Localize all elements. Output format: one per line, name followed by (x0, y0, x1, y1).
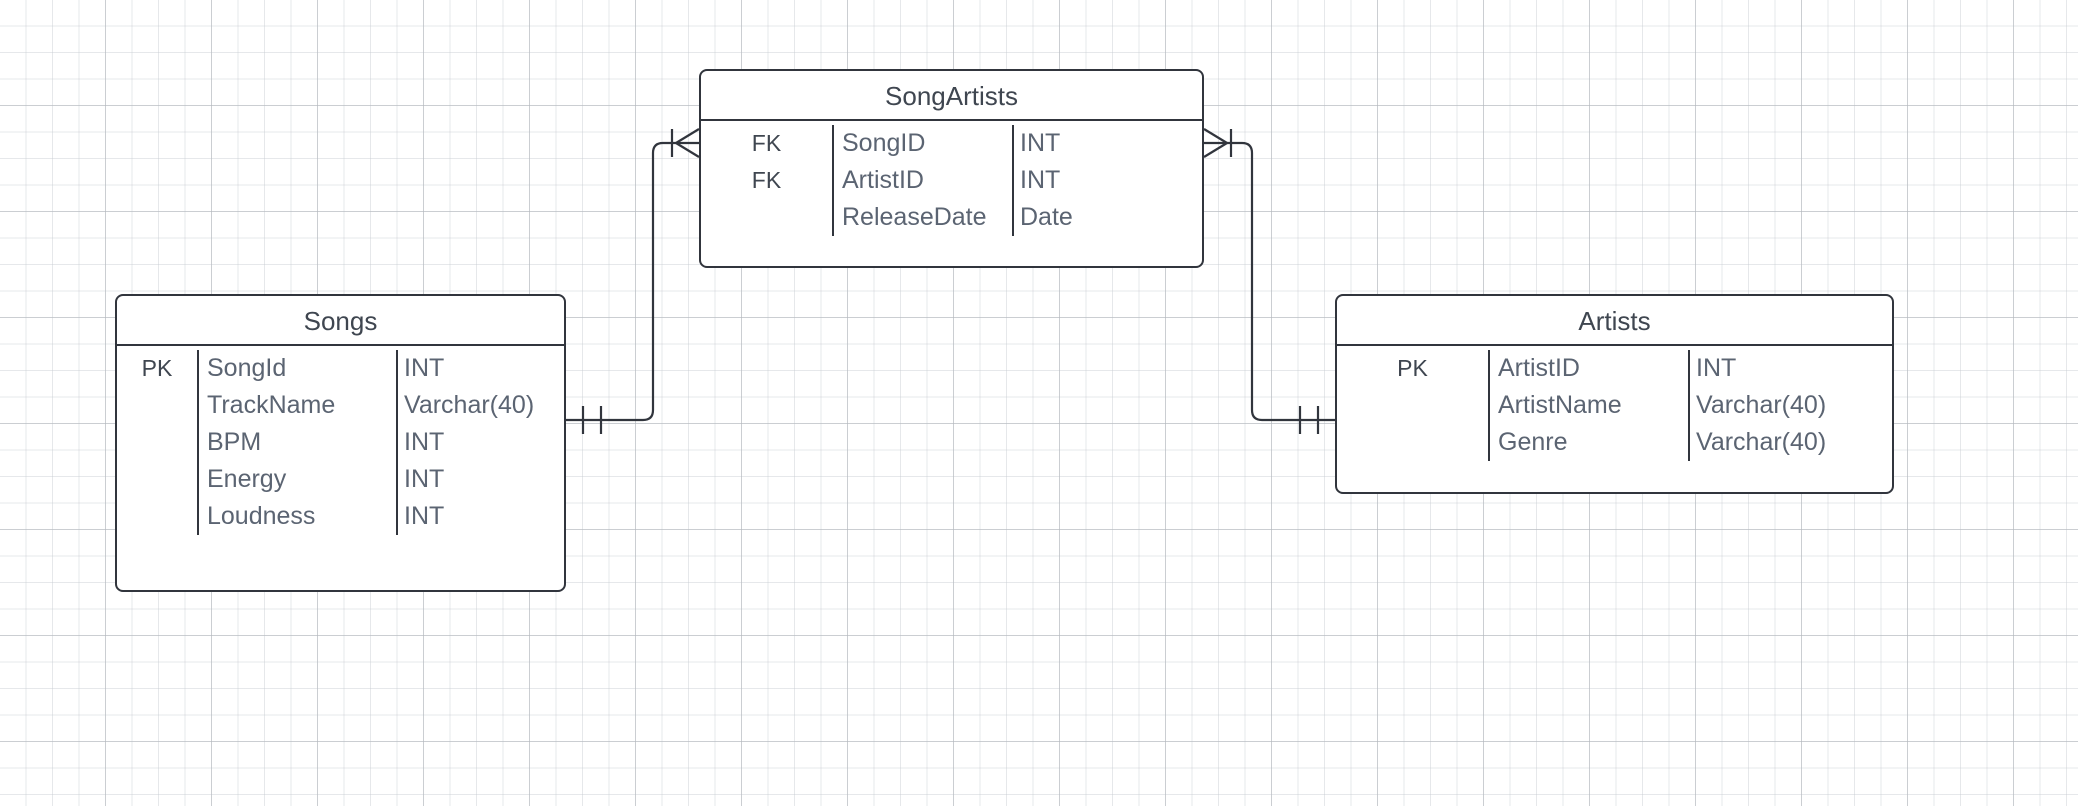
crowsfoot-songartists-left (675, 128, 700, 158)
attribute-key (117, 498, 199, 535)
attribute-name: Energy (199, 461, 398, 498)
entity-songs-title: Songs (117, 296, 564, 346)
attribute-type: Varchar(40) (1696, 391, 1827, 419)
attribute-type: INT (404, 465, 445, 493)
attribute-row[interactable]: TrackName Varchar(40) (117, 387, 564, 424)
attribute-key (117, 387, 199, 424)
edge-artists-songartists[interactable] (1204, 141, 1335, 422)
attribute-type: INT (404, 502, 445, 530)
entity-songartists[interactable]: SongArtists FK SongID INT FK ArtistID IN… (699, 69, 1204, 268)
attribute-row[interactable]: PK SongId INT (117, 350, 564, 387)
attribute-key (117, 461, 199, 498)
edge-songs-songartists[interactable] (566, 141, 699, 422)
attribute-type: INT (1696, 354, 1737, 382)
attribute-row[interactable]: Loudness INT (117, 498, 564, 535)
attribute-key: PK (1337, 350, 1490, 387)
attribute-name: ArtistID (834, 162, 1014, 199)
attribute-row[interactable]: Energy INT (117, 461, 564, 498)
entity-songs[interactable]: Songs PK SongId INT TrackName Varchar(40… (115, 294, 566, 592)
attribute-key: FK (701, 125, 834, 162)
attribute-name: SongID (834, 125, 1014, 162)
crowsfoot-songartists-right (1203, 128, 1228, 158)
attribute-row[interactable]: ArtistName Varchar(40) (1337, 387, 1892, 424)
attribute-type: INT (404, 428, 445, 456)
entity-songs-attributes: PK SongId INT TrackName Varchar(40) BPM … (117, 346, 564, 535)
attribute-key: FK (701, 162, 834, 199)
attribute-key (701, 199, 834, 236)
attribute-type: Date (1020, 203, 1073, 231)
attribute-row[interactable]: ReleaseDate Date (701, 199, 1202, 236)
attribute-name: Genre (1490, 424, 1690, 461)
attribute-type: INT (404, 354, 445, 382)
attribute-name: SongId (199, 350, 398, 387)
attribute-row[interactable]: BPM INT (117, 424, 564, 461)
attribute-type: Varchar(40) (1696, 428, 1827, 456)
attribute-name: TrackName (199, 387, 398, 424)
attribute-key (1337, 424, 1490, 461)
attribute-name: Loudness (199, 498, 398, 535)
attribute-name: ArtistName (1490, 387, 1690, 424)
entity-artists[interactable]: Artists PK ArtistID INT ArtistName Varch… (1335, 294, 1894, 494)
attribute-row[interactable]: PK ArtistID INT (1337, 350, 1892, 387)
attribute-row[interactable]: FK SongID INT (701, 125, 1202, 162)
attribute-type: Varchar(40) (404, 391, 535, 419)
attribute-key: PK (117, 350, 199, 387)
entity-artists-attributes: PK ArtistID INT ArtistName Varchar(40) G… (1337, 346, 1892, 461)
attribute-row[interactable]: Genre Varchar(40) (1337, 424, 1892, 461)
attribute-key (117, 424, 199, 461)
attribute-name: ArtistID (1490, 350, 1690, 387)
attribute-type: INT (1020, 166, 1061, 194)
attribute-type: INT (1020, 129, 1061, 157)
attribute-name: BPM (199, 424, 398, 461)
attribute-key (1337, 387, 1490, 424)
entity-artists-title: Artists (1337, 296, 1892, 346)
attribute-name: ReleaseDate (834, 199, 1014, 236)
entity-songartists-attributes: FK SongID INT FK ArtistID INT ReleaseDat… (701, 121, 1202, 236)
entity-songartists-title: SongArtists (701, 71, 1202, 121)
attribute-row[interactable]: FK ArtistID INT (701, 162, 1202, 199)
